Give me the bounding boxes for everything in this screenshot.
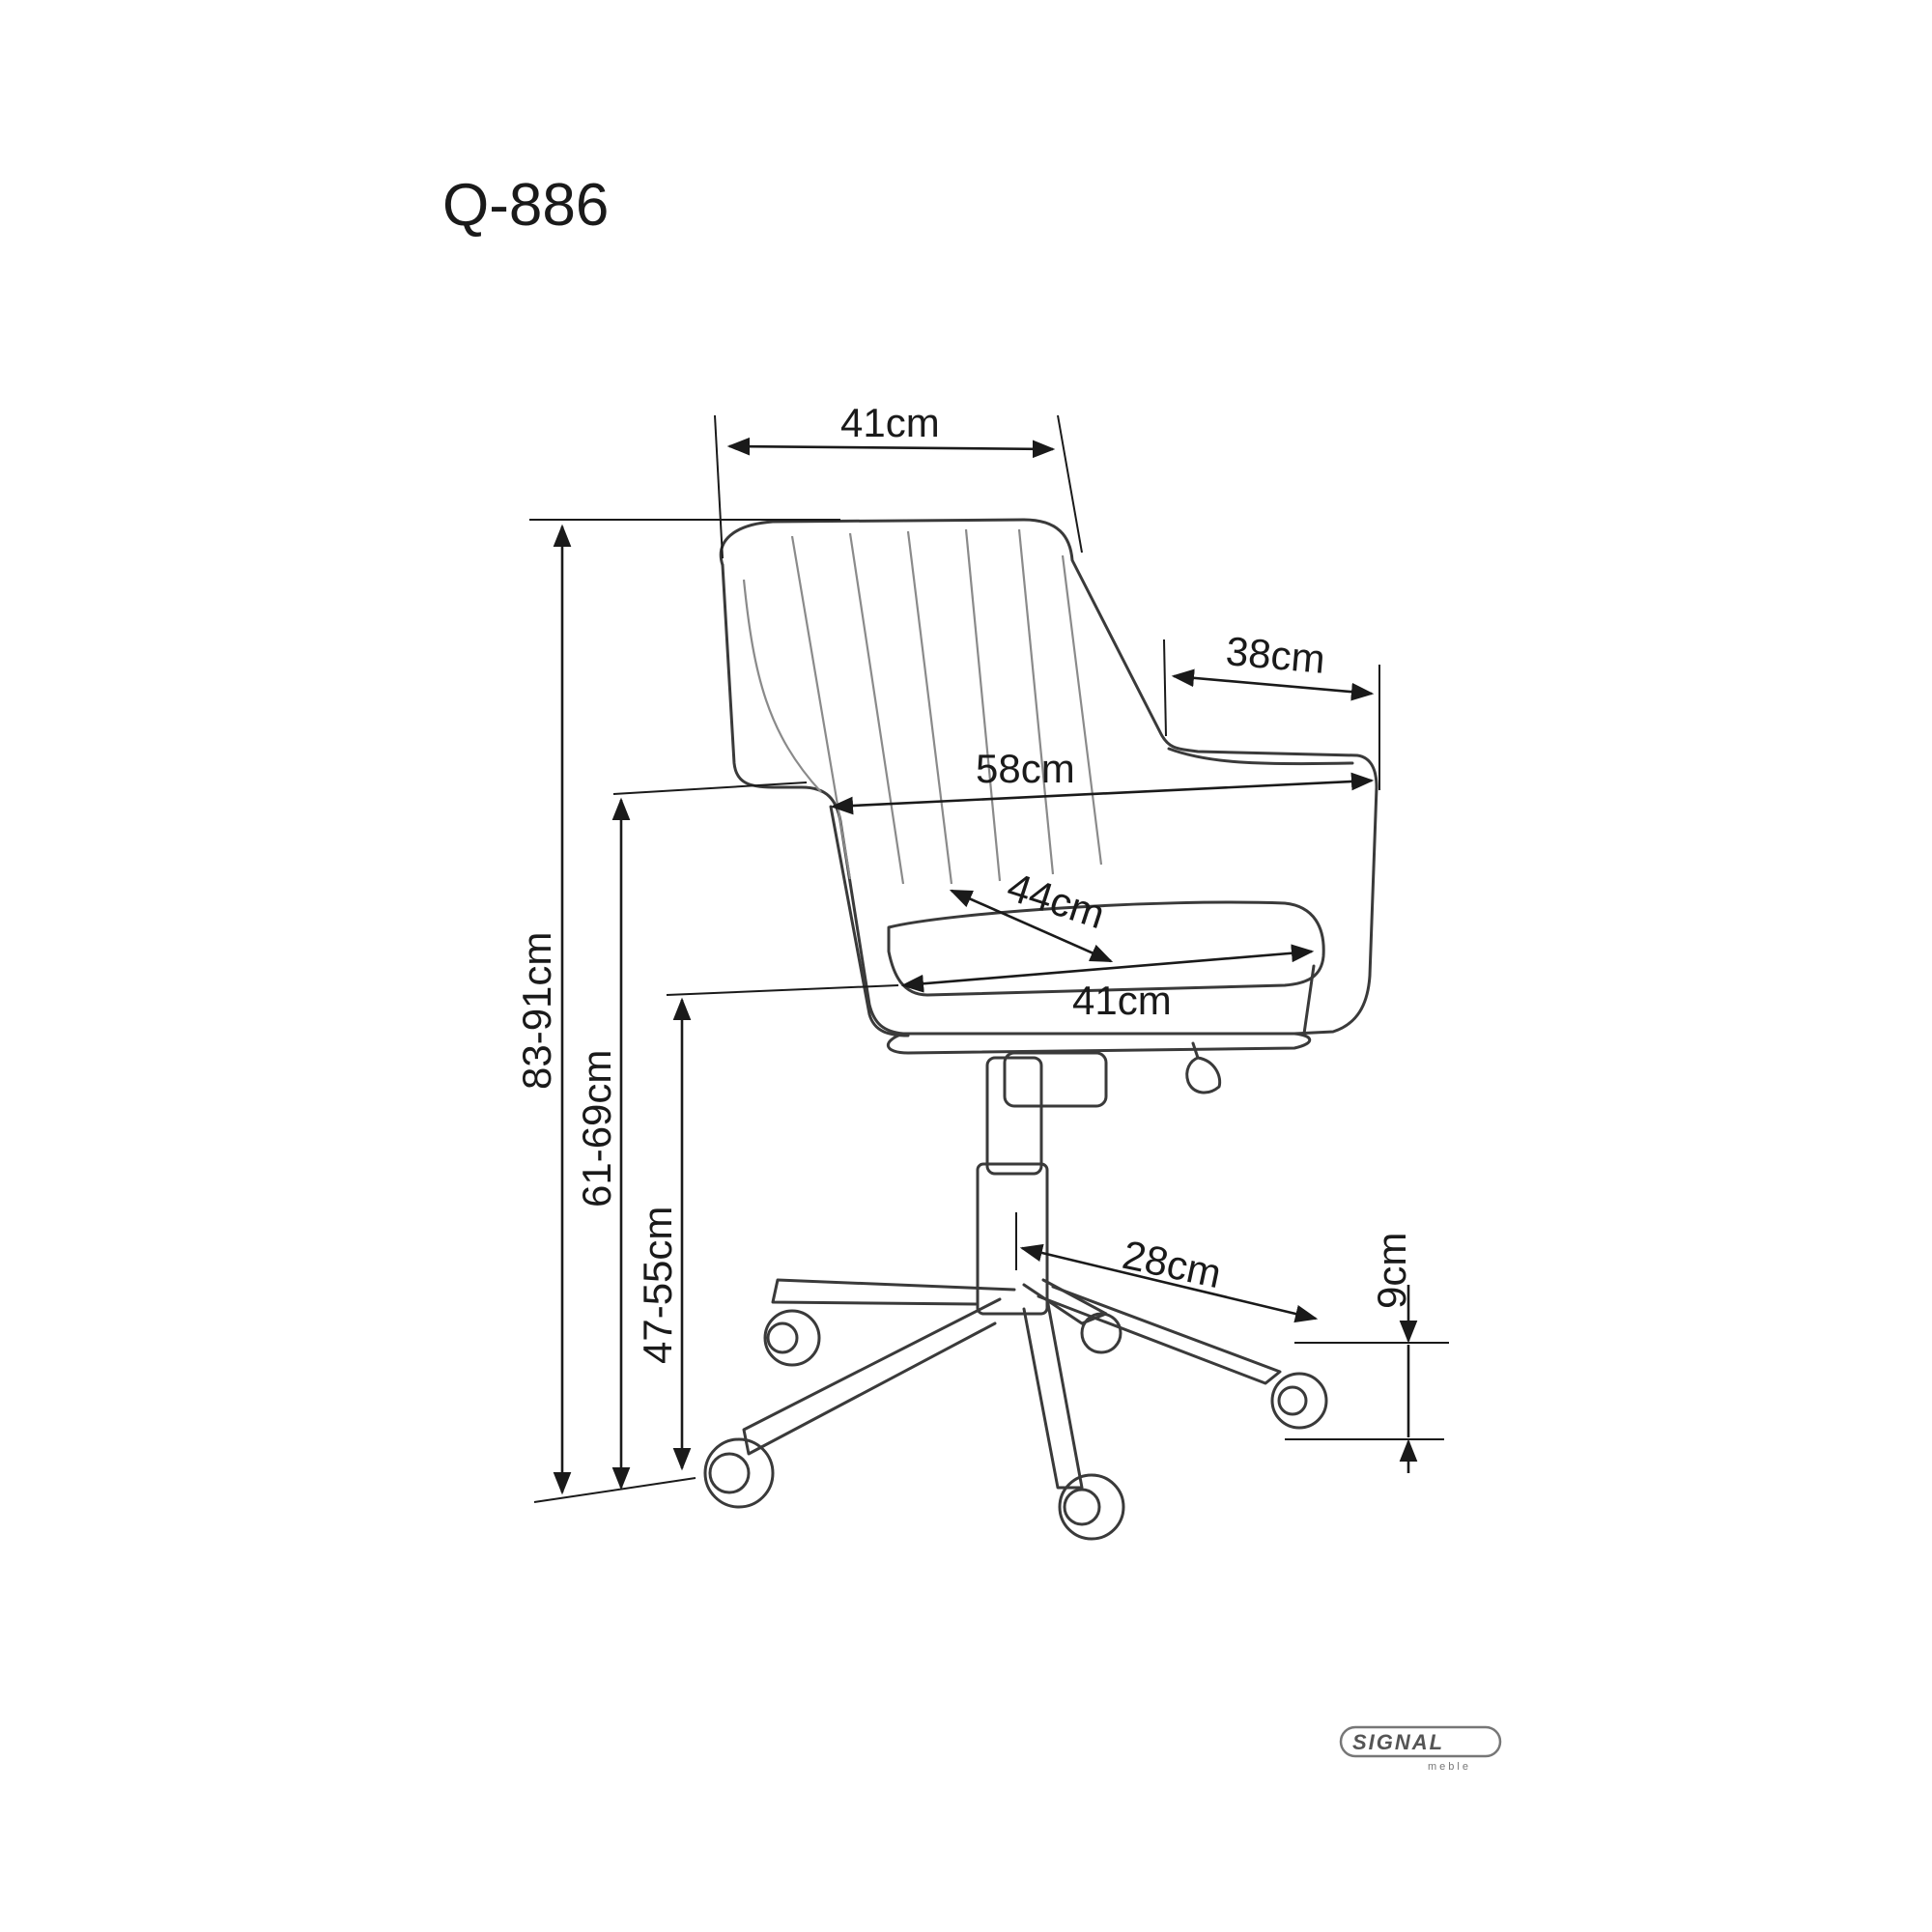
right-armrest (1167, 747, 1354, 766)
model-title: Q-886 (442, 172, 609, 239)
brand-name: SIGNAL (1352, 1730, 1444, 1754)
label-armrest-height: 61-69cm (574, 1050, 619, 1208)
mechanism (1003, 1051, 1108, 1108)
label-arm-depth: 38cm (1224, 628, 1326, 682)
label-backrest-width: 41cm (840, 400, 940, 445)
casters (703, 1309, 1328, 1541)
seat-bottom (887, 1032, 1312, 1055)
label-seat-width: 41cm (1072, 978, 1172, 1023)
gas-lift-lower (976, 1162, 1049, 1316)
left-side (721, 563, 905, 1036)
label-overall-width: 58cm (976, 746, 1075, 791)
label-caster-height: 9cm (1369, 1233, 1414, 1309)
label-total-height: 83-91cm (514, 932, 559, 1090)
dimension-lines (529, 414, 1449, 1503)
star-base (742, 1278, 1282, 1490)
gas-lift-upper (985, 1056, 1043, 1176)
label-seat-depth: 44cm (1002, 864, 1110, 937)
label-seat-height: 47-55cm (635, 1207, 680, 1364)
backrest (719, 518, 1378, 1036)
dimension-labels: 41cm 38cm 58cm 44cm 41cm 83-91cm 61-69cm… (514, 400, 1414, 1364)
brand-sub: meble (1428, 1761, 1471, 1773)
brand-logo: SIGNAL meble (1339, 1725, 1502, 1773)
chair-outline (703, 518, 1378, 1541)
label-base-radius: 28cm (1119, 1232, 1225, 1296)
lever (1185, 1041, 1222, 1094)
